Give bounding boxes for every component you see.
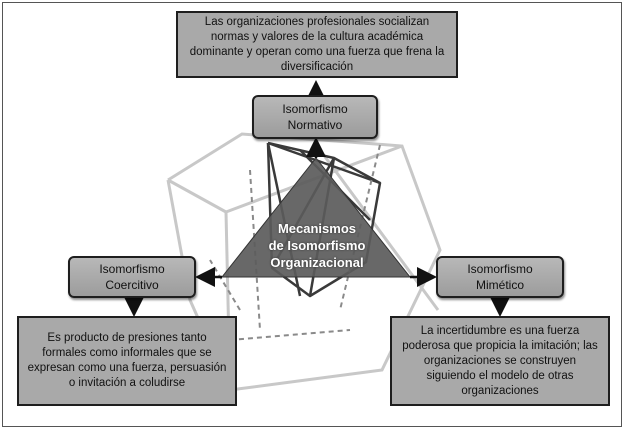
coercitivo-label-line2: Coercitivo bbox=[105, 278, 159, 292]
center-triangle bbox=[220, 157, 412, 278]
coercitivo-label-box: Isomorfismo Coercitivo bbox=[68, 256, 196, 298]
mimetico-label-line1: Isomorfismo bbox=[467, 262, 533, 276]
connector-arrows bbox=[124, 80, 510, 317]
mimetico-description-box: La incertidumbre es una fuerza poderosa … bbox=[390, 316, 610, 406]
mimetico-label-line2: Mimético bbox=[475, 278, 524, 292]
center-title-line1: Mecanismos bbox=[277, 221, 357, 236]
normativo-description: Las organizaciones profesionales sociali… bbox=[189, 15, 445, 73]
normativo-label-box: Isomorfismo Normativo bbox=[252, 95, 378, 139]
normativo-label-line1: Isomorfismo bbox=[282, 102, 348, 116]
mimetico-label-box: Isomorfismo Mimético bbox=[436, 256, 564, 298]
coercitivo-label-line1: Isomorfismo bbox=[99, 262, 165, 276]
coercitivo-description: Es producto de presiones tanto formales … bbox=[27, 332, 227, 389]
normativo-description-box: Las organizaciones profesionales sociali… bbox=[176, 11, 458, 78]
normativo-label-line2: Normativo bbox=[287, 118, 343, 132]
coercitivo-description-box: Es producto de presiones tanto formales … bbox=[17, 316, 237, 406]
mimetico-description: La incertidumbre es una fuerza poderosa … bbox=[402, 324, 598, 397]
center-title-line3: Organizacional bbox=[270, 255, 364, 270]
center-title-line2: de Isomorfismo bbox=[268, 238, 366, 253]
center-title: Mecanismos de Isomorfismo Organizacional bbox=[258, 220, 376, 271]
